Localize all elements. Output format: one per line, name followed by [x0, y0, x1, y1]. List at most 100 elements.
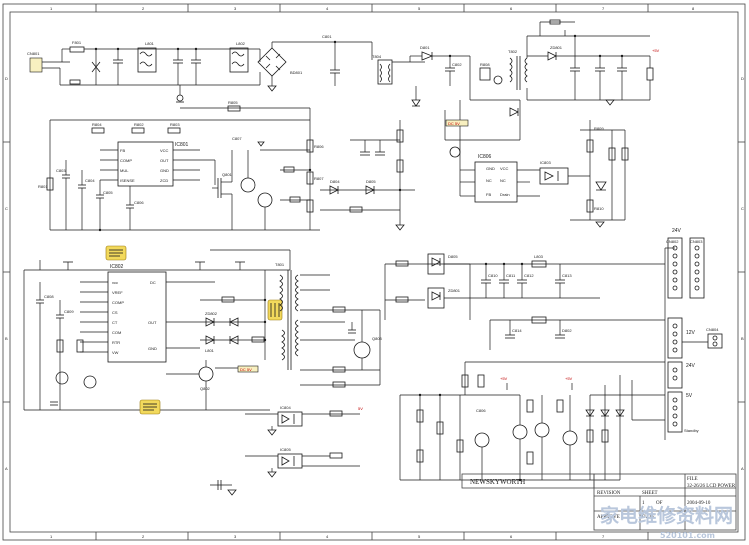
- standby-label: Standby: [684, 428, 699, 433]
- file-label: FILE: [687, 477, 698, 482]
- ic802-pin: GND: [148, 346, 157, 351]
- column-label: 2: [142, 6, 145, 11]
- diode-symbol: [329, 185, 339, 195]
- diode-label: D805: [448, 254, 458, 259]
- row-label: C: [5, 206, 8, 211]
- watermark-cn-text: 家电维修资料网: [600, 504, 733, 527]
- res-label: R803: [170, 122, 180, 127]
- ic802-pin: DC: [150, 280, 156, 285]
- column-label: 4: [326, 6, 329, 11]
- cap-label: C806: [134, 200, 144, 205]
- ic806-pin: FB: [486, 192, 491, 197]
- ground-icon: [267, 85, 277, 92]
- output-connector-section: 24V CN802 CN803 12V CN804 24V 5V Standby: [664, 228, 723, 440]
- rail-label: +5V: [500, 376, 508, 381]
- ic806-label: IC806: [478, 154, 492, 160]
- column-label: 6: [510, 6, 513, 11]
- output-rectifier-section: D805 ZD801 C810 C811 C812 L803 C813 C814…: [384, 253, 665, 395]
- optocoupler-ic803: [539, 167, 569, 185]
- connector-cn804: [667, 317, 683, 359]
- optocoupler-ic805: [277, 453, 303, 469]
- column-label: 1: [50, 534, 53, 539]
- row-label: C: [741, 206, 744, 211]
- protection-section: IC804 IC805 5V C806: [210, 375, 665, 496]
- transistor-label: Q802: [200, 386, 211, 391]
- ic802-pin: CS: [112, 310, 118, 315]
- cap-label: C801: [322, 34, 332, 39]
- row-label: B: [741, 336, 744, 341]
- diode-symbol: [365, 185, 375, 195]
- pfc-inductor: [377, 59, 393, 85]
- cap-label: C812: [524, 273, 534, 278]
- transistor-label: C806: [476, 408, 486, 413]
- ic803-label: IC803: [540, 160, 551, 165]
- column-label: 3: [234, 6, 237, 11]
- sheet-value: 1: [642, 501, 645, 506]
- drawing-frame: [2, 3, 746, 541]
- standby-transformer-primary: [509, 57, 513, 83]
- res-label: R808: [480, 62, 490, 67]
- ic801-pin: VCC: [160, 148, 169, 153]
- red-tag: [445, 119, 469, 127]
- row-label: B: [5, 336, 8, 341]
- cap-label: C803: [56, 168, 66, 173]
- optocoupler-ic804: [277, 411, 303, 427]
- column-label: 5: [418, 6, 421, 11]
- diode-label: ZD801: [550, 45, 563, 50]
- rail-label: 5V: [358, 406, 363, 411]
- ac-input-section: CN801 F801 L801 L802 BD801: [27, 34, 470, 107]
- red-tag: [237, 365, 259, 373]
- row-label: A: [741, 466, 744, 471]
- date-value: 2004-09-10: [687, 501, 711, 506]
- column-label: 3: [234, 534, 237, 539]
- connector-small: [707, 333, 723, 349]
- red-tag-label: DC 5V: [448, 121, 460, 126]
- ground-icon: [267, 429, 277, 436]
- fuse-label: F801: [72, 40, 82, 45]
- ic802-pin: RTR: [112, 340, 120, 345]
- res-label: R801: [38, 184, 48, 189]
- ic806-pin: Drain: [500, 192, 510, 197]
- ic801-pin: ISENSE: [120, 178, 135, 183]
- column-label: 5: [418, 534, 421, 539]
- main-converter-section: IC802 vcc VREF COMP CS CT COM RTR VW DC …: [23, 245, 383, 415]
- mosfet-label: Q803: [372, 336, 383, 341]
- column-label: 2: [142, 534, 145, 539]
- column-label: 6: [510, 534, 513, 539]
- fuse-symbol: [69, 46, 85, 53]
- ic802-pin: VW: [112, 350, 119, 355]
- choke-l802: [229, 47, 249, 73]
- row-label: A: [5, 466, 8, 471]
- zener-diode-symbol: [595, 181, 607, 191]
- rail-12v-label: 12V: [686, 330, 696, 336]
- cap-label: C802: [452, 62, 462, 67]
- ic801-pin: OUT: [160, 158, 169, 163]
- column-label: 4: [326, 534, 329, 539]
- cap-label: C804: [85, 178, 95, 183]
- choke-label: L802: [236, 41, 246, 46]
- res-label: R804: [92, 122, 102, 127]
- diode-symbol: [600, 409, 610, 417]
- output-choke: [531, 260, 547, 268]
- ac-connector-label: CN801: [27, 51, 40, 56]
- pfc-controller-section: IC801 FB COMP MUL ISENSE VCC OUT GND ZCD…: [38, 100, 415, 231]
- ic801-pin: FB: [120, 148, 125, 153]
- standby-section: R808 T802 ZD801 +5V IC806 GND NC FB VCC: [444, 19, 660, 228]
- rail-5v-label: 5V: [686, 393, 693, 399]
- diode-symbol: [509, 107, 519, 117]
- ic802-pin: VREF: [112, 290, 123, 295]
- of-label: OF: [656, 501, 663, 506]
- pfc-diode-label: D801: [420, 45, 430, 50]
- column-label: 8: [692, 6, 695, 11]
- cap-label: C809: [64, 309, 74, 314]
- res-label: R810: [594, 206, 604, 211]
- rail-24v-label: 24V: [686, 363, 696, 369]
- diode-label: ZD801: [448, 288, 461, 293]
- cap-label: D802: [562, 328, 572, 333]
- connector-cn803: [689, 237, 705, 299]
- connector-pins: [672, 245, 700, 291]
- company-name: NEWSKYWORTH: [470, 478, 525, 486]
- mosfet-label: Q801: [222, 172, 233, 177]
- cap-label: C807: [232, 136, 242, 141]
- choke-label: L801: [145, 41, 155, 46]
